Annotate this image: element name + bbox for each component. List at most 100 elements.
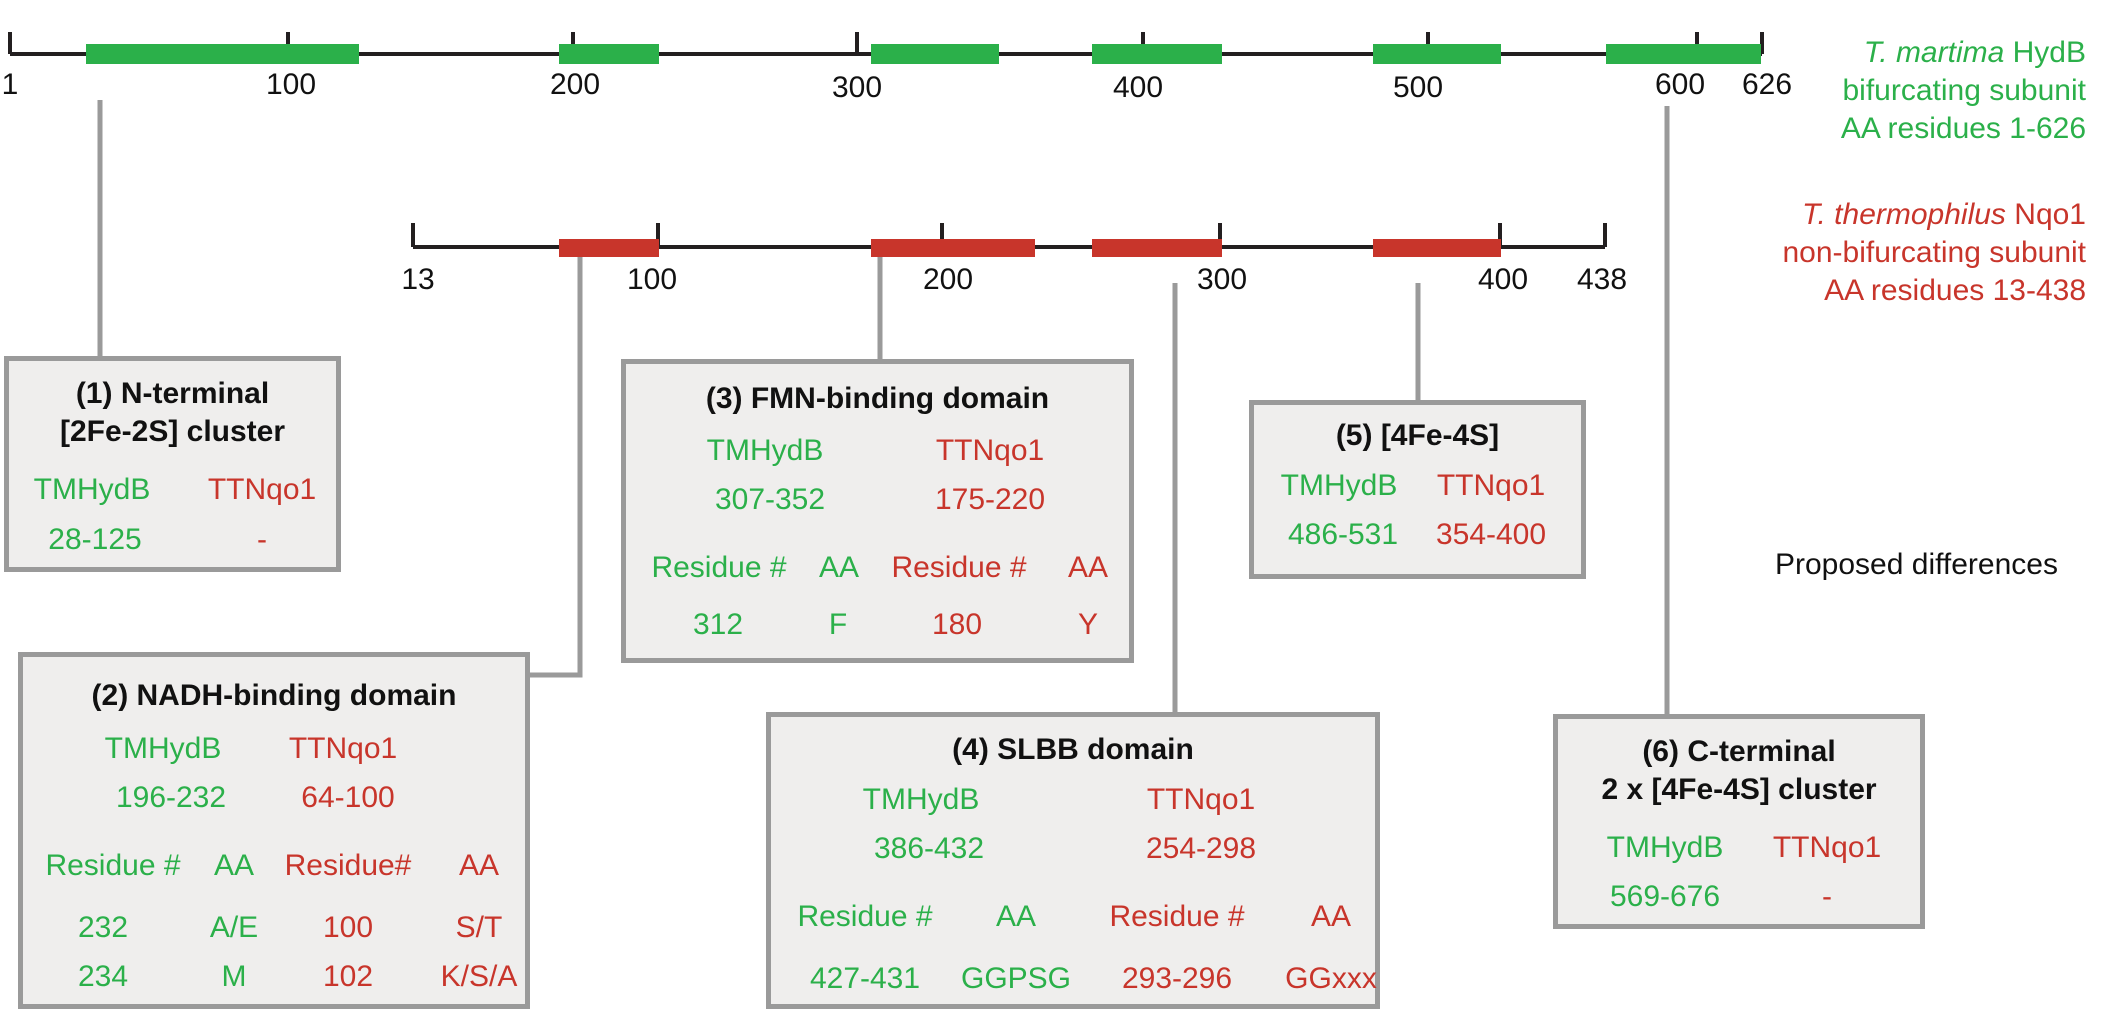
red-range: -: [257, 523, 267, 556]
red-domain-3: [1092, 239, 1222, 257]
table-cell: K/S/A: [440, 960, 518, 993]
red-range: 64-100: [301, 781, 395, 814]
red-header: TTNqo1: [288, 732, 398, 765]
table-cell: GGPSG: [960, 962, 1072, 995]
green-header: TMHydB: [862, 783, 980, 816]
green-tick-label: 626: [1741, 68, 1793, 101]
green-tick-label: 100: [265, 68, 317, 101]
green-domain-3: [871, 44, 999, 64]
col-header-aa: AA: [1310, 900, 1352, 933]
red-legend-line3: AA residues 13-438: [1824, 274, 2086, 307]
green-range: 486-531: [1287, 518, 1399, 551]
green-domain-4: [1092, 44, 1222, 64]
red-tick-label: 200: [922, 263, 974, 296]
green-legend-line3: AA residues 1-626: [1840, 112, 2086, 145]
green-domain-1: [86, 44, 359, 64]
red-range: 175-220: [934, 483, 1046, 516]
table-cell: M: [221, 960, 247, 993]
green-header: TMHydB: [1280, 469, 1398, 502]
box-title: (6) C-terminal: [1642, 735, 1836, 768]
green-domain-2: [559, 44, 659, 64]
table-cell: 427-431: [809, 962, 921, 995]
red-domain-1: [559, 239, 659, 257]
table-cell: 232: [77, 911, 129, 944]
col-header-aa: AA: [818, 551, 860, 584]
green-header: TMHydB: [33, 473, 151, 506]
red-header: TTNqo1: [1436, 469, 1546, 502]
green-domain-5: [1373, 44, 1501, 64]
green-range: 386-432: [873, 832, 985, 865]
table-cell: GGxxx: [1285, 962, 1377, 995]
red-domain-4: [1373, 239, 1501, 257]
col-header-aa: AA: [1067, 551, 1109, 584]
col-header-residue: Residue #: [891, 551, 1027, 584]
box-c-terminal-cluster: (6) C-terminal 2 x [4Fe-4S] cluster TMHy…: [1553, 714, 1925, 929]
red-tick-label: 100: [626, 263, 678, 296]
red-domains: [559, 239, 1501, 257]
green-range: 28-125: [48, 523, 142, 556]
red-track-legend: T. thermophilus Nqo1 non-bifurcating sub…: [1782, 196, 2086, 310]
green-track-legend: T. martima HydB bifurcating subunit AA r…: [1841, 34, 2086, 148]
table-cell: 312: [692, 608, 744, 641]
green-header: TMHydB: [1606, 831, 1724, 864]
table-cell: A/E: [209, 911, 259, 944]
col-header-residue: Residue#: [284, 849, 412, 882]
proposed-differences-label: Proposed differences: [1775, 548, 2058, 581]
box-title: (4) SLBB domain: [952, 733, 1194, 766]
green-legend-line2: bifurcating subunit: [1842, 74, 2087, 107]
box-4fe-4s: (5) [4Fe-4S] TMHydB TTNqo1 486-531 354-4…: [1249, 400, 1586, 579]
green-range: 196-232: [115, 781, 227, 814]
table-cell: 293-296: [1121, 962, 1233, 995]
red-header: TTNqo1: [1772, 831, 1882, 864]
box-fmn-binding-domain: (3) FMN-binding domain TMHydB TTNqo1 307…: [621, 359, 1134, 663]
col-header-aa: AA: [995, 900, 1037, 933]
red-legend-line2: non-bifurcating subunit: [1782, 236, 2086, 269]
green-domain-6: [1606, 44, 1761, 64]
col-header-aa: AA: [458, 849, 500, 882]
red-species-name: T. thermophilus: [1801, 198, 2006, 231]
red-range: 254-298: [1145, 832, 1257, 865]
green-tick-label: 600: [1654, 68, 1706, 101]
red-range: -: [1822, 880, 1832, 913]
col-header-aa: AA: [213, 849, 255, 882]
green-species-name: T. martima: [1863, 36, 2005, 69]
red-range: 354-400: [1435, 518, 1547, 551]
box-title: [2Fe-2S] cluster: [59, 415, 286, 448]
connector-2: [527, 253, 583, 678]
red-header: TTNqo1: [935, 434, 1045, 467]
green-header: TMHydB: [104, 732, 222, 765]
col-header-residue: Residue #: [45, 849, 181, 882]
table-cell: F: [828, 608, 848, 641]
box-slbb-domain: (4) SLBB domain TMHydB TTNqo1 386-432 25…: [766, 712, 1380, 1009]
green-tick-label: 500: [1392, 71, 1444, 104]
red-tick-label: 400: [1477, 263, 1529, 296]
table-cell: 180: [931, 608, 983, 641]
red-tick-label: 13: [401, 263, 435, 296]
green-tick-label: 200: [549, 68, 601, 101]
box-title: (5) [4Fe-4S]: [1335, 419, 1500, 452]
table-cell: 100: [322, 911, 374, 944]
box-n-terminal-cluster: (1) N-terminal [2Fe-2S] cluster TMHydB T…: [4, 356, 341, 572]
green-domains: [86, 44, 1761, 64]
box-title: (2) NADH-binding domain: [91, 679, 457, 712]
red-domain-2: [871, 239, 1035, 257]
red-protein-name: Nqo1: [2005, 198, 2086, 231]
red-header: TTNqo1: [207, 473, 317, 506]
box-title: 2 x [4Fe-4S] cluster: [1601, 773, 1877, 806]
table-cell: 234: [77, 960, 129, 993]
red-header: TTNqo1: [1146, 783, 1256, 816]
table-cell: Y: [1077, 608, 1099, 641]
red-tick-label: 438: [1576, 263, 1628, 296]
table-cell: S/T: [455, 911, 503, 944]
green-range: 307-352: [714, 483, 826, 516]
green-tick-label: 1: [1, 68, 19, 101]
green-header: TMHydB: [706, 434, 824, 467]
box-title: (1) N-terminal: [75, 377, 270, 410]
red-tick-label: 300: [1196, 263, 1248, 296]
box-title: (3) FMN-binding domain: [705, 382, 1050, 415]
table-cell: 102: [322, 960, 374, 993]
green-protein-name: HydB: [2004, 36, 2086, 69]
green-range: 569-676: [1609, 880, 1721, 913]
